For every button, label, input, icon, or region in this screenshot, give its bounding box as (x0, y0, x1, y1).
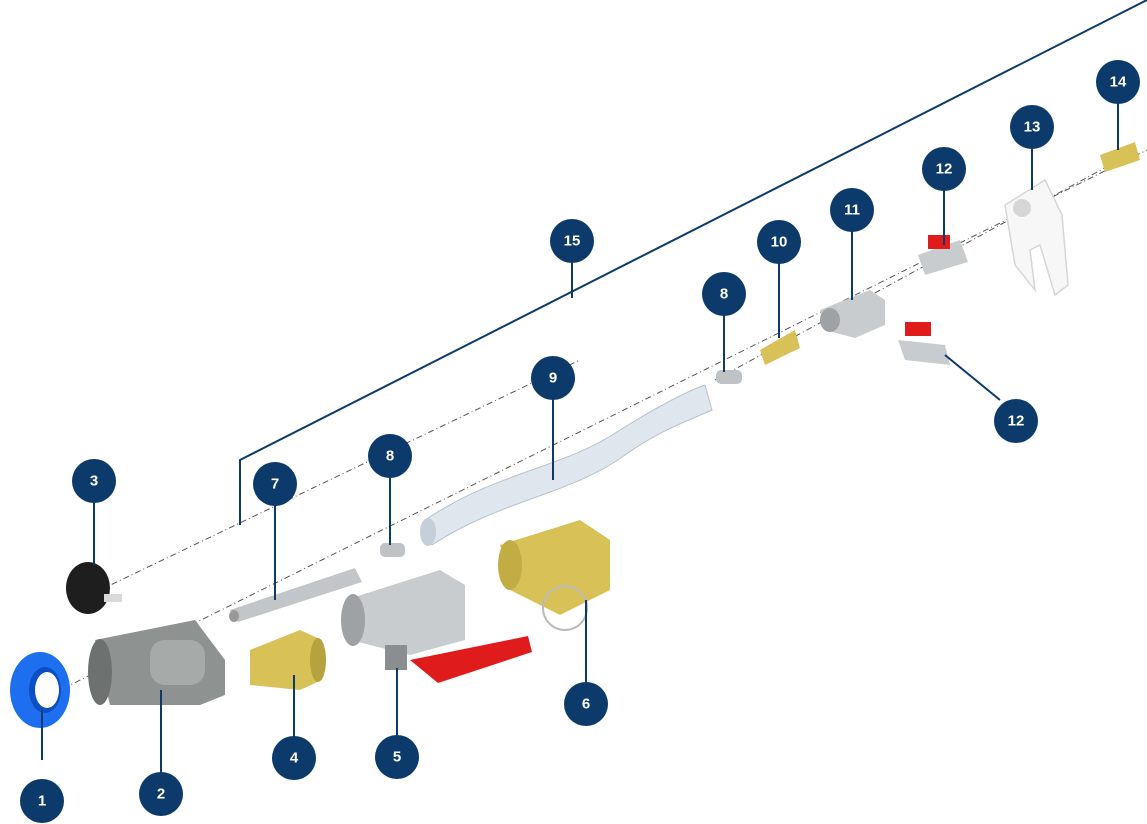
callout-badge-2: 2 (139, 772, 183, 816)
callout-badge-12-upper: 12 (922, 147, 966, 191)
callout-label: 12 (1008, 413, 1025, 430)
part-1-blue-nut (10, 652, 70, 728)
part-7-grey-tube (229, 568, 362, 622)
assembly-axis-lines (39, 149, 1147, 701)
callout-label: 1 (38, 793, 46, 810)
callout-badge-8-left: 8 (368, 434, 412, 478)
callout-badge-8-right: 8 (702, 272, 746, 316)
callout-badges: 1 2 3 4 5 6 7 8 (20, 60, 1140, 823)
callout-badge-6: 6 (564, 682, 608, 726)
callout-label: 7 (271, 476, 279, 493)
part-6-brass-camlock (498, 520, 610, 631)
callout-badge-9: 9 (531, 356, 575, 400)
part-10-brass-barb (760, 330, 800, 365)
callout-label: 2 (157, 786, 165, 803)
part-5-ball-valve (341, 570, 532, 683)
callout-badge-13: 13 (1010, 105, 1054, 149)
callout-label: 8 (720, 286, 728, 303)
callout-label: 3 (90, 473, 98, 490)
callout-badge-1: 1 (20, 779, 64, 823)
callout-label: 12 (936, 161, 953, 178)
part-12-ball-valve-lower (898, 322, 950, 365)
part-13-white-bracket (1004, 178, 1069, 297)
callout-badge-4: 4 (272, 736, 316, 780)
callout-badge-14: 14 (1096, 60, 1140, 104)
callout-label: 10 (771, 234, 788, 251)
callout-badge-5: 5 (375, 735, 419, 779)
callout-badge-12-lower: 12 (994, 399, 1038, 443)
part-9-clear-hose (420, 384, 713, 546)
part-15-bracket (239, 0, 1147, 525)
part-8-clamp-right (716, 370, 742, 384)
callout-label: 9 (549, 370, 557, 387)
callout-badge-10: 10 (757, 220, 801, 264)
part-2-grey-coupling (88, 620, 225, 705)
leader-lines (41, 104, 1119, 775)
callout-label: 13 (1024, 119, 1041, 136)
callout-badge-15: 15 (550, 219, 594, 263)
callout-badge-7: 7 (253, 462, 297, 506)
callout-label: 14 (1110, 74, 1127, 91)
part-11-steel-tee (820, 290, 885, 338)
part-3-black-knob (66, 562, 122, 614)
callout-label: 6 (582, 696, 590, 713)
callout-label: 8 (386, 448, 394, 465)
callout-label: 11 (844, 202, 860, 219)
callout-label: 5 (393, 749, 401, 766)
callout-label: 15 (564, 233, 581, 250)
part-8-clamp-left (380, 543, 405, 557)
part-4-brass-nipple (250, 630, 326, 690)
part-14-brass-fitting (1100, 142, 1140, 172)
callout-badge-11: 11 (830, 188, 874, 232)
callout-badge-3: 3 (72, 459, 116, 503)
callout-label: 4 (290, 750, 299, 767)
